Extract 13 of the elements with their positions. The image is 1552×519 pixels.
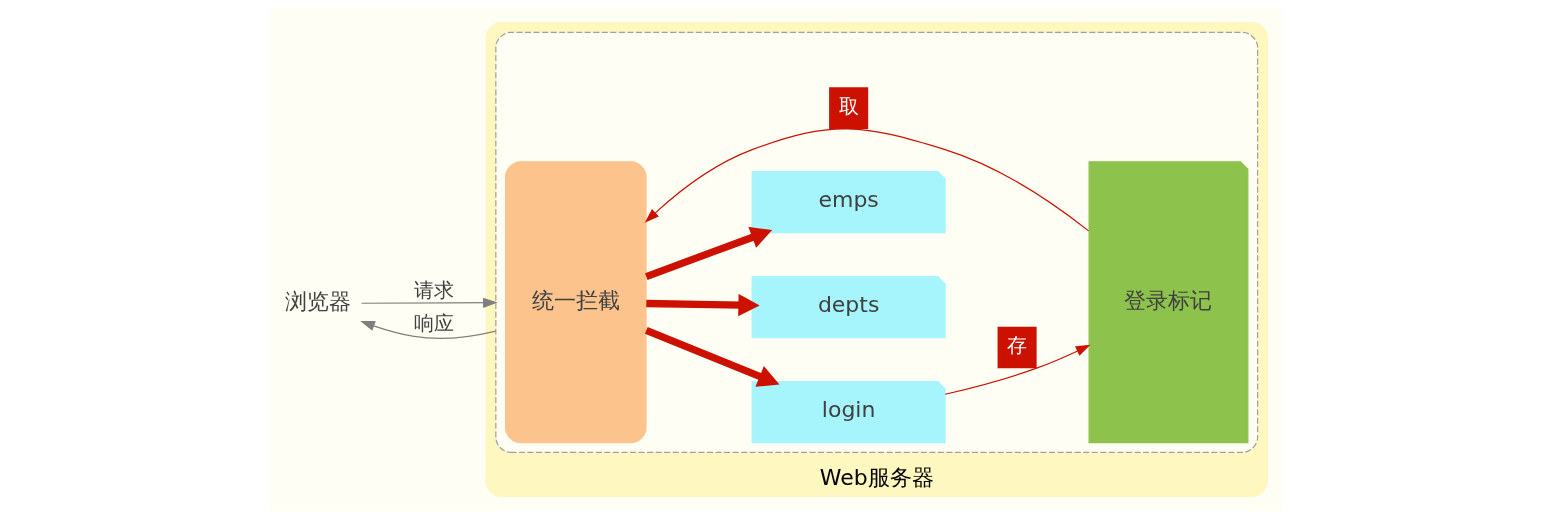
node-box: 统一拦截 bbox=[505, 161, 647, 444]
arrow bbox=[944, 344, 1091, 395]
edge-label: 请求 bbox=[413, 279, 454, 303]
edge-label: 取 bbox=[838, 94, 859, 118]
arrow bbox=[644, 128, 1090, 232]
edge-label: 存 bbox=[1007, 334, 1028, 358]
edge-label: 响应 bbox=[413, 312, 454, 336]
arrow bbox=[644, 327, 780, 387]
node-text: 浏览器 bbox=[285, 288, 352, 314]
arrow bbox=[360, 297, 498, 308]
arrow bbox=[360, 321, 497, 340]
arrow bbox=[646, 293, 760, 317]
arrow bbox=[645, 226, 773, 280]
